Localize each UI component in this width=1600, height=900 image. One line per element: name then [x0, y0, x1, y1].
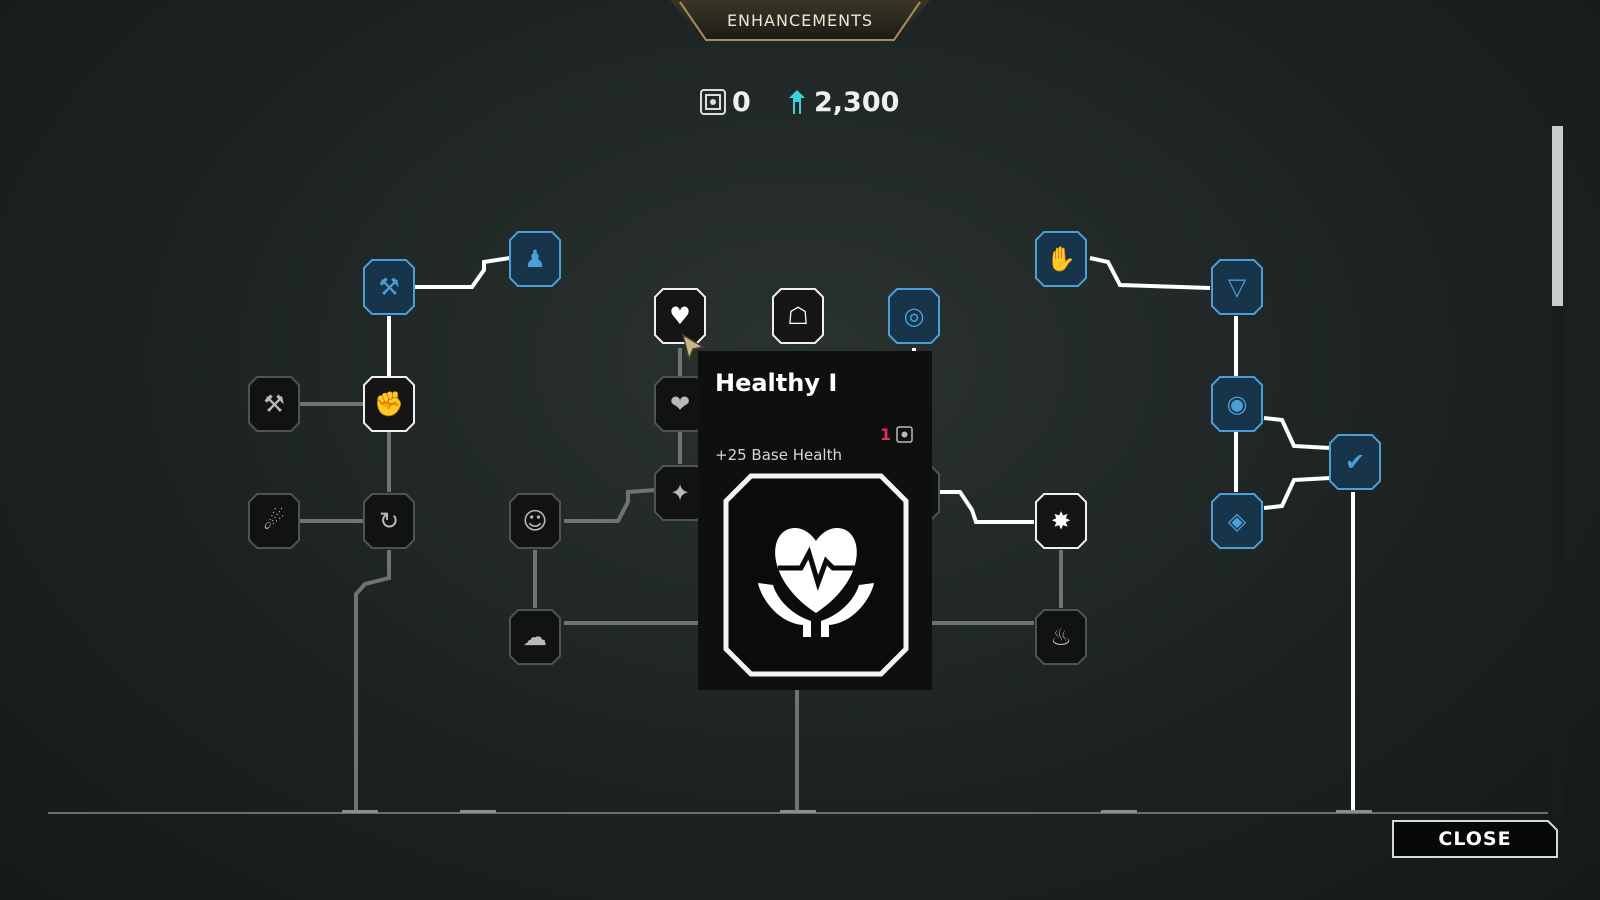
target-arrow-icon: ◎: [903, 302, 925, 330]
crafting-metal-icon: [789, 90, 805, 114]
skill-node-triangle-shield[interactable]: ▽: [1210, 258, 1264, 316]
node-frame: [1211, 376, 1263, 432]
close-button-label: CLOSE: [1438, 828, 1512, 850]
fist-grenade-icon: ✊: [374, 390, 404, 418]
skill-node-broken-heart[interactable]: ❤: [653, 375, 707, 433]
mouse-cursor: [681, 333, 706, 362]
divider-tick: [1336, 810, 1372, 813]
tooltip-title: Healthy I: [715, 369, 838, 397]
divider-tick: [780, 810, 816, 813]
close-button[interactable]: CLOSE: [1392, 820, 1558, 858]
node-frame: [509, 231, 561, 287]
tree-bottom-divider: [48, 812, 1548, 814]
hand-shockwave-icon: ✋: [1046, 245, 1076, 273]
node-frame: [1329, 434, 1381, 490]
link-line: [354, 550, 391, 812]
node-frame: [1211, 493, 1263, 549]
melee-hammer-icon: ⚒: [263, 390, 285, 418]
flame-icon: ♨: [1050, 623, 1072, 651]
skill-node-pickaxe-grenade[interactable]: ⚒: [362, 258, 416, 316]
supply-box-helmet-icon: ☖: [787, 302, 809, 330]
node-frame: [363, 493, 415, 549]
node-frame: [509, 493, 561, 549]
link-line: [940, 490, 1034, 524]
crafting-metal-counter: 2,300: [786, 86, 899, 118]
divider-tick: [1101, 810, 1137, 813]
node-frame: [1035, 493, 1087, 549]
header-tab-shape: [670, 0, 930, 41]
page-title: ENHANCEMENTS: [726, 11, 874, 30]
skill-points-counter: 0: [700, 86, 751, 118]
node-frame: [363, 259, 415, 315]
crouching-figure-icon: ☺: [522, 507, 548, 535]
divider-tick: [342, 810, 378, 813]
skill-node-sparkle-hand[interactable]: ✦: [653, 464, 707, 522]
healthy-heart-hands-icon: ♥: [669, 302, 691, 330]
link-line: [1089, 256, 1211, 290]
enhancement-tooltip: Healthy I 1 +25 Base Health: [698, 351, 932, 690]
hood-eye-icon: ◈: [1227, 507, 1247, 535]
broken-heart-icon: ❤: [669, 390, 691, 418]
running-soldier-icon: ♟: [524, 245, 546, 273]
skill-node-explosion-hand[interactable]: ✸: [1034, 492, 1088, 550]
scrollbar-track[interactable]: [1552, 126, 1563, 816]
eye-skull-icon: ◉: [1226, 390, 1248, 418]
triangle-shield-icon: ▽: [1227, 273, 1247, 301]
skill-node-hood-eye[interactable]: ◈: [1210, 492, 1264, 550]
scrollbar-thumb[interactable]: [1552, 126, 1563, 306]
node-frame: [248, 493, 300, 549]
node-frame: [363, 376, 415, 432]
divider-tick: [460, 810, 496, 813]
sparkle-hand-icon: ✦: [669, 479, 691, 507]
skill-points-value: 0: [732, 86, 751, 118]
explosion-hand-icon: ✸: [1050, 507, 1072, 535]
pickaxe-grenade-icon: ⚒: [378, 273, 400, 301]
node-frame: [1035, 609, 1087, 665]
smoke-burst-icon: ☁: [523, 623, 547, 651]
skill-point-icon: [700, 89, 726, 115]
sprinting-creature-icon: ☄: [263, 507, 285, 535]
skill-node-crouching-figure[interactable]: ☺: [508, 492, 562, 550]
node-frame: [509, 609, 561, 665]
tooltip-description: +25 Base Health: [715, 446, 842, 464]
node-frame: [248, 376, 300, 432]
skill-node-flame[interactable]: ♨: [1034, 608, 1088, 666]
link-line: [1263, 416, 1331, 450]
shield-check-icon: ✔: [1344, 448, 1366, 476]
node-frame: [888, 288, 940, 344]
link-line: [1263, 476, 1331, 510]
enhancements-tab: ENHANCEMENTS: [670, 0, 930, 42]
skill-node-sprinting-creature[interactable]: ☄: [247, 492, 301, 550]
tooltip-cost: 1: [880, 425, 892, 444]
link-line: [389, 256, 511, 289]
skill-node-target-arrow[interactable]: ◎: [887, 287, 941, 345]
skill-point-icon: [896, 426, 913, 443]
skill-node-eye-skull[interactable]: ◉: [1210, 375, 1264, 433]
healthy-heart-hands-icon: [723, 473, 909, 677]
crafting-metal-value: 2,300: [814, 86, 900, 118]
skill-node-fist-grenade[interactable]: ✊: [362, 375, 416, 433]
skill-node-supply-box-helmet[interactable]: ☖: [771, 287, 825, 345]
skill-node-hand-shockwave[interactable]: ✋: [1034, 230, 1088, 288]
node-frame: [772, 288, 824, 344]
close-button-frame: [1392, 820, 1558, 858]
armor-refresh-icon: ↻: [378, 507, 400, 535]
skill-node-melee-hammer[interactable]: ⚒: [247, 375, 301, 433]
link-line: [564, 488, 656, 523]
node-frame: [1035, 231, 1087, 287]
skill-node-running-soldier[interactable]: ♟: [508, 230, 562, 288]
skill-node-shield-check[interactable]: ✔: [1328, 433, 1382, 491]
skill-node-armor-refresh[interactable]: ↻: [362, 492, 416, 550]
node-frame: [1211, 259, 1263, 315]
skill-node-smoke-burst[interactable]: ☁: [508, 608, 562, 666]
